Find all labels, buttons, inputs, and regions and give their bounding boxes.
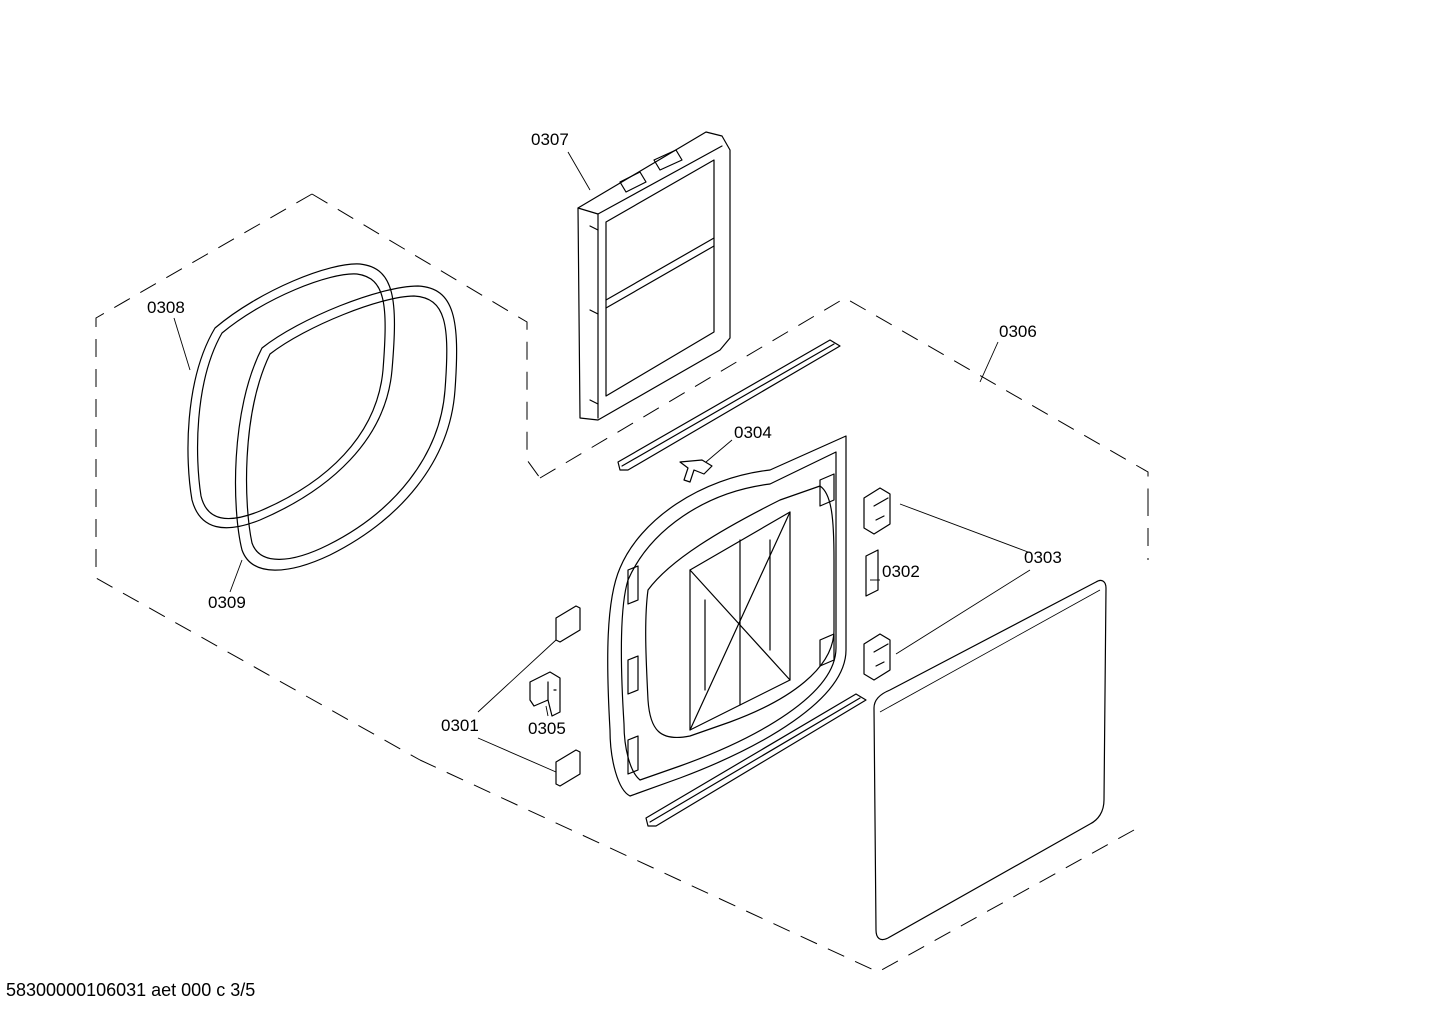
part-0305-hinge-bracket [529, 671, 561, 717]
leader-lines [173, 151, 1031, 773]
part-0307-filter-frame [577, 131, 731, 421]
label-0304: 0304 [734, 423, 772, 442]
part-0303-hinge-lower [863, 633, 891, 681]
label-0309: 0309 [208, 593, 246, 612]
assembly-outline-right [419, 297, 1149, 973]
part-0301-plate-lower [555, 749, 581, 787]
drawing-id-footer: 58300000106031 aet 000 c 3/5 [6, 980, 256, 1000]
part-0304-latch [679, 459, 713, 483]
label-0308: 0308 [147, 298, 185, 317]
part-0303-hinge-upper [863, 487, 891, 535]
label-0303: 0303 [1024, 548, 1062, 567]
part-0301-plate-upper [555, 605, 581, 643]
label-0302: 0302 [882, 562, 920, 581]
part-outer-door-panel [873, 579, 1107, 941]
label-0301: 0301 [441, 716, 479, 735]
part-0309-gasket-ring [234, 285, 458, 571]
label-0305: 0305 [528, 719, 566, 738]
part-0308-gasket-ring [187, 263, 396, 529]
part-0306-inner-door-frame [607, 435, 847, 797]
part-0304-upper-rail [617, 339, 841, 471]
part-0302-shim [865, 549, 879, 597]
part-lower-rail [645, 693, 867, 827]
assembly-outline-left [95, 193, 541, 761]
label-0307: 0307 [531, 130, 569, 149]
label-0306: 0306 [999, 322, 1037, 341]
